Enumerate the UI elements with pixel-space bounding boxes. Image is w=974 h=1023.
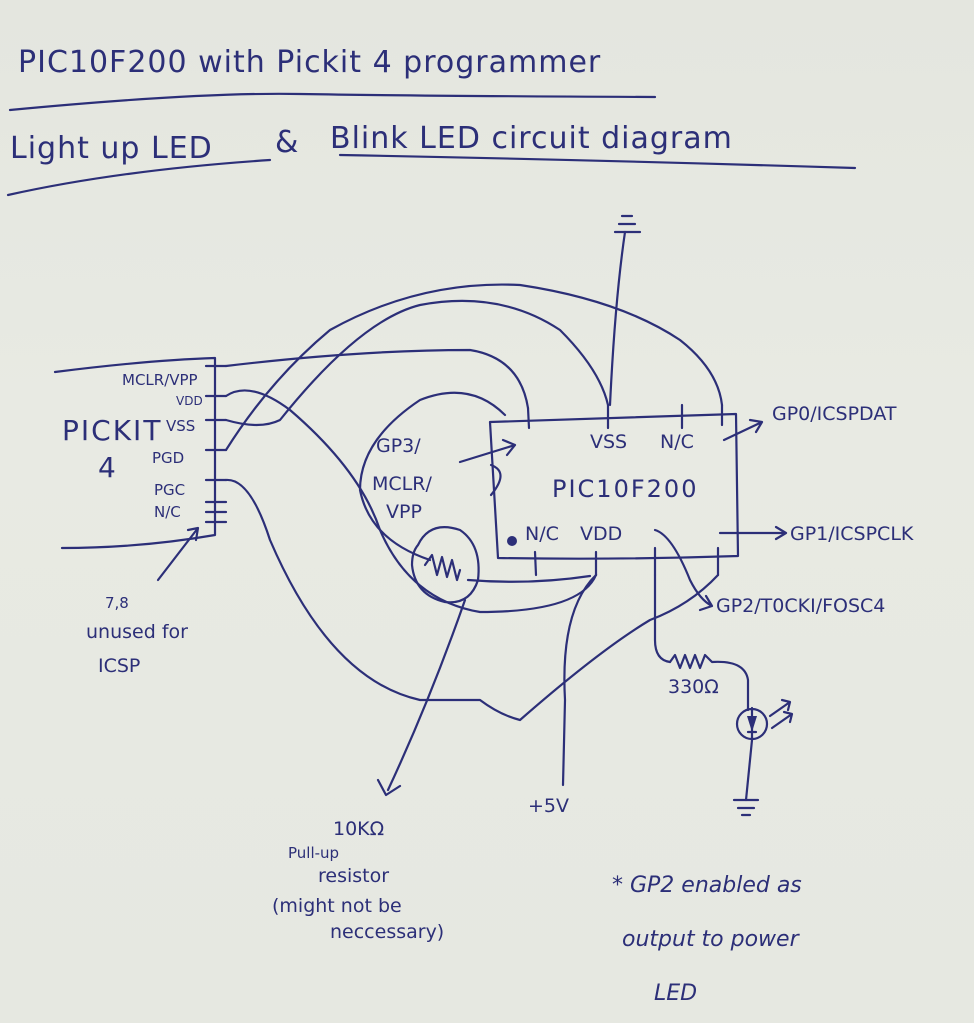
led-light-arrows-icon <box>768 698 794 730</box>
chip-name: PIC10F200 <box>552 475 698 503</box>
chip-bottom-pin-stubs <box>533 546 720 577</box>
title-underline-1 <box>8 92 657 112</box>
pullup-resistor-value: 10KΩ <box>333 818 384 840</box>
unused-note-line-2: unused for <box>86 621 188 643</box>
chip-bottom-pin-vdd: VDD <box>580 523 622 545</box>
gp2-arrow <box>653 528 714 612</box>
wire-pgd <box>224 283 724 452</box>
led-diode-line <box>746 706 758 742</box>
title-underline-2a <box>6 158 272 197</box>
led-ground-icon <box>732 798 760 817</box>
wires <box>224 230 724 797</box>
wire-pgc <box>224 478 720 722</box>
gp1-label: GP1/ICSPCLK <box>790 523 914 545</box>
pickit-pin-5-label: PGC <box>154 481 185 499</box>
gp1-arrow <box>718 525 788 541</box>
mclr-label-line-2: MCLR/ <box>372 473 432 495</box>
footnote-line-1: * GP2 enabled as <box>612 873 802 898</box>
pickit-number: 4 <box>98 451 118 484</box>
gp0-arrow <box>722 418 764 442</box>
title-line-2-part-2: Blink LED circuit diagram <box>330 121 733 156</box>
gp2-label: GP2/T0CKI/FOSC4 <box>716 595 885 617</box>
wire-mclr <box>224 348 530 410</box>
mclr-arrow <box>458 438 517 464</box>
title-block: PIC10F200 with Pickit 4 programmer Light… <box>6 45 857 197</box>
pickit-pin-stubs <box>204 364 228 524</box>
pin1-dot <box>507 536 517 546</box>
pullup-resistor: 10KΩ Pull-up resistor (might not be necc… <box>272 526 480 943</box>
pic10f200-chip: PIC10F200 VSS N/C N/C VDD GP3/ MCLR/ VPP… <box>372 403 914 617</box>
gp0-label: GP0/ICSPDAT <box>772 403 897 425</box>
chip-top-pin-stubs <box>526 403 724 430</box>
wire-5v <box>561 573 598 787</box>
footnote-line-3: LED <box>654 981 697 1006</box>
led-branch: 330Ω <box>668 653 794 817</box>
top-ground-icon <box>613 214 642 234</box>
title-line-2-amp: & <box>275 125 299 160</box>
chip-top-pin-nc: N/C <box>660 431 694 453</box>
supply-label: +5V <box>528 795 569 817</box>
pickit-pin-6-label: N/C <box>154 503 181 521</box>
footnote-line-2: output to power <box>622 927 801 952</box>
footnote: * GP2 enabled as output to power LED <box>612 873 802 1006</box>
pickit4-programmer: PICKIT 4 MCLR/VPP VDD VSS PGD PGC N/C 7,… <box>53 356 228 677</box>
wire-ground-top <box>608 230 627 407</box>
pickit-name: PICKIT <box>62 414 162 447</box>
wire-vss <box>224 299 610 427</box>
led-resistor-symbol <box>668 653 750 712</box>
title-underline-2b <box>338 153 857 170</box>
wire-resistor-vdd <box>466 574 592 583</box>
pickit-pin-3-label: VSS <box>166 417 195 435</box>
mclr-label-line-3: VPP <box>386 501 422 523</box>
chip-bottom-pin-nc: N/C <box>525 523 559 545</box>
pullup-resistor-symbol <box>423 553 462 582</box>
chip-notch <box>489 463 502 497</box>
wire-gp2-led <box>653 573 672 664</box>
pullup-resistor-arrow <box>376 598 467 797</box>
pullup-resistor-line-3: resistor <box>318 865 389 887</box>
chip-outline <box>488 412 740 560</box>
wire-gp3-loop <box>358 391 507 562</box>
unused-pins-arrow <box>156 526 200 582</box>
unused-note-line-1: 7,8 <box>105 594 129 612</box>
pullup-resistor-line-2: Pull-up <box>288 844 339 862</box>
pickit-pin-2-label: VDD <box>176 394 203 408</box>
unused-note-line-3: ICSP <box>98 655 140 677</box>
pickit-outline <box>53 356 217 550</box>
led-resistor-value: 330Ω <box>668 676 719 698</box>
led-wire-ground <box>744 738 754 802</box>
pickit-pin-4-label: PGD <box>152 449 184 467</box>
mclr-label-line-1: GP3/ <box>376 435 421 457</box>
title-line-2-part-1: Light up LED <box>10 131 213 166</box>
pullup-resistor-circle <box>410 526 480 604</box>
pullup-resistor-line-4: (might not be <box>272 895 402 917</box>
pickit-pin-1-label: MCLR/VPP <box>122 371 198 389</box>
title-line-1: PIC10F200 with Pickit 4 programmer <box>18 45 601 80</box>
chip-top-pin-vss: VSS <box>590 431 627 453</box>
pullup-resistor-line-5: neccessary) <box>330 921 444 943</box>
